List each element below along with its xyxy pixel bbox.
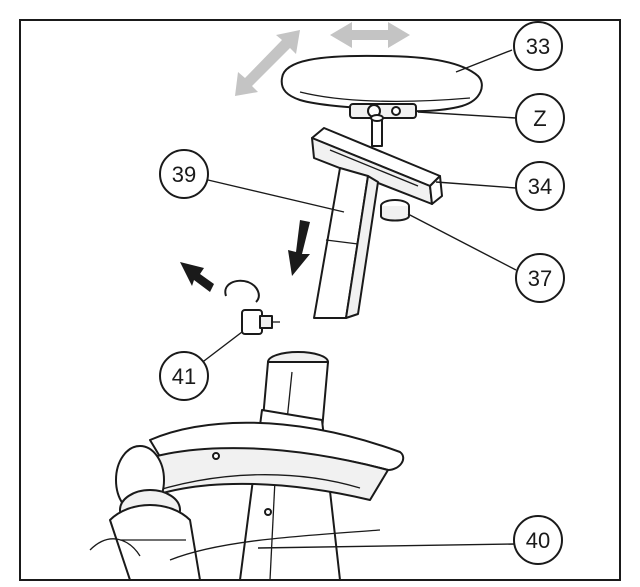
- callout-34-label: 34: [528, 174, 552, 199]
- leader-z: [417, 111, 517, 119]
- leader-40: [257, 543, 517, 549]
- leader-33: [455, 49, 513, 73]
- callout-z-label: Z: [533, 106, 546, 131]
- pop-pin-icon: [224, 279, 280, 335]
- horizontal-adjust-arrow: [330, 22, 410, 48]
- callout-41: 41: [159, 351, 209, 401]
- callout-40: 40: [513, 515, 563, 565]
- knob-icon: [380, 199, 410, 222]
- callout-40-label: 40: [526, 528, 550, 553]
- frame-icon: [89, 351, 405, 581]
- callout-z: Z: [515, 93, 565, 143]
- callout-33: 33: [513, 21, 563, 71]
- seat-post-icon: [313, 167, 379, 319]
- insert-arrow: [288, 220, 310, 276]
- diagonal-adjust-arrow: [235, 30, 300, 96]
- leader-41: [199, 331, 243, 365]
- pull-arrow: [180, 262, 214, 292]
- callout-34: 34: [515, 161, 565, 211]
- seat-slider-icon: [311, 114, 443, 205]
- leader-37: [407, 213, 517, 271]
- callout-39-label: 39: [172, 162, 196, 187]
- seat-icon: [280, 54, 483, 119]
- callout-37: 37: [515, 253, 565, 303]
- leader-39: [207, 179, 345, 213]
- callout-41-label: 41: [172, 364, 196, 389]
- callout-33-label: 33: [526, 34, 550, 59]
- callout-39: 39: [159, 149, 209, 199]
- callout-37-label: 37: [528, 266, 552, 291]
- leader-34: [435, 181, 517, 189]
